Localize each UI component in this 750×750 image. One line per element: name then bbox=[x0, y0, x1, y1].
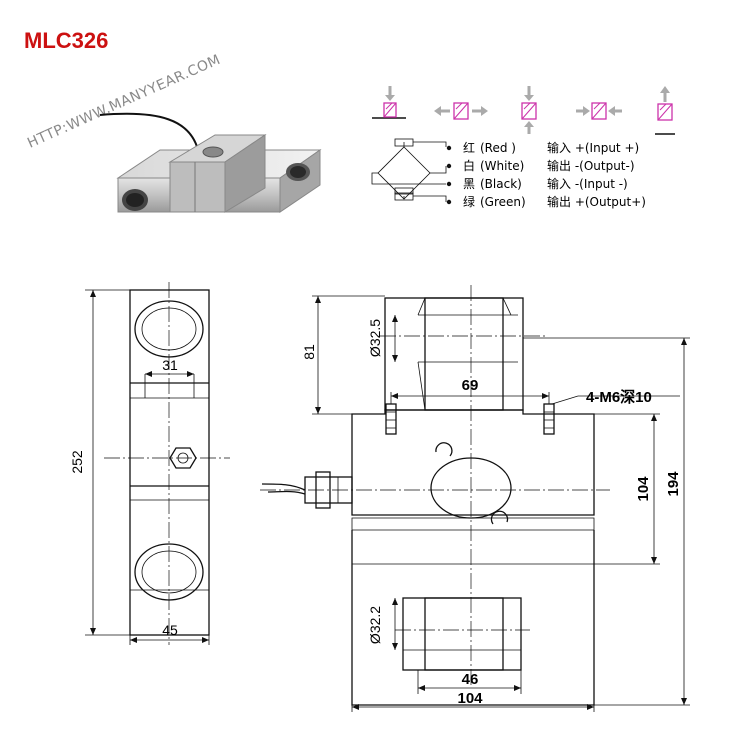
wire-green-color-en: (Green) bbox=[480, 195, 526, 209]
wiring-legend: 红 (Red ) 输入 +(Input +) 白 (White) 输出 -(Ou… bbox=[463, 140, 646, 209]
wire-black-color-en: (Black) bbox=[480, 177, 522, 191]
wire-terminals bbox=[446, 145, 452, 205]
compression-horizontal-icon bbox=[576, 102, 622, 120]
front-view-drawing bbox=[260, 285, 690, 712]
wire-white-color-cn: 白 bbox=[463, 158, 475, 173]
force-direction-icons bbox=[372, 86, 675, 135]
load-cell-photo bbox=[99, 112, 322, 213]
tension-horizontal-icon bbox=[434, 102, 488, 120]
wire-red-color-cn: 红 bbox=[463, 140, 475, 155]
lower-hole-diameter-label: Ø32.2 bbox=[367, 606, 383, 644]
center-width-label: 69 bbox=[462, 377, 479, 394]
total-height-label: 194 bbox=[665, 471, 682, 497]
inner-height-label: 104 bbox=[635, 476, 652, 502]
bottom-inner-width-label: 46 bbox=[462, 671, 479, 688]
side-slot-width-label: 31 bbox=[162, 357, 178, 373]
wire-red-function: 输入 +(Input +) bbox=[547, 140, 639, 155]
wire-red-color-en: (Red ) bbox=[480, 141, 516, 155]
side-bottom-width-label: 45 bbox=[162, 622, 178, 638]
wire-white-function: 输出 -(Output-) bbox=[547, 158, 635, 173]
compression-down-icon bbox=[372, 86, 406, 119]
product-title: MLC326 bbox=[24, 28, 108, 53]
bottom-outer-width-label: 104 bbox=[457, 690, 483, 707]
wire-green-function: 输出 +(Output+) bbox=[547, 194, 646, 209]
side-view-drawing bbox=[85, 282, 230, 645]
tension-up-icon bbox=[655, 86, 675, 135]
side-height-label: 252 bbox=[69, 450, 85, 474]
thread-note-label: 4-M6深10 bbox=[586, 388, 652, 406]
wire-black-function: 输入 -(Input -) bbox=[547, 176, 628, 191]
upper-hole-diameter-label: Ø32.5 bbox=[367, 319, 383, 357]
wire-white-color-en: (White) bbox=[480, 159, 524, 173]
front-top-dim-label: 81 bbox=[301, 344, 317, 360]
wire-green-color-cn: 绿 bbox=[463, 194, 475, 209]
watermark: HTTP:WWW.MANYYEAR.COM bbox=[25, 52, 223, 152]
wire-black-color-cn: 黑 bbox=[463, 177, 475, 191]
compression-both-icon bbox=[521, 86, 537, 134]
wheatstone-bridge bbox=[371, 138, 452, 205]
